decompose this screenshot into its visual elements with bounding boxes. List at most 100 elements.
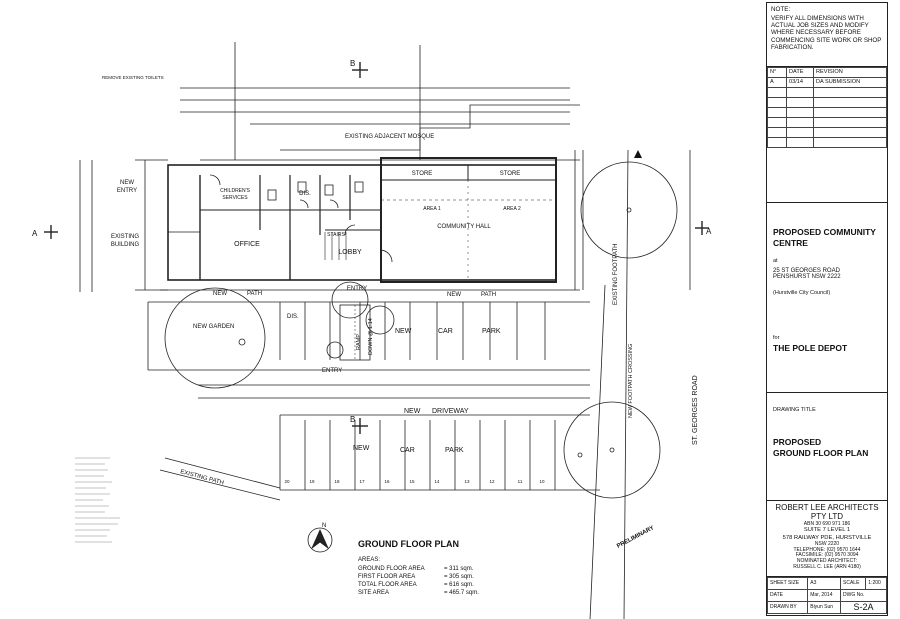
room-dis: DIS. [299,191,311,197]
label-existing-building-2: BUILDING [111,242,140,248]
area-value: = 305 sqm. [444,574,474,580]
architect-name-1: ROBERT LEE ARCHITECTS [775,503,879,512]
rev-no: A [767,77,787,88]
rev-desc: DA SUBMISSION [813,77,887,88]
parking-number: 14 [434,479,440,484]
drawing-title-section: DRAWING TITLE PROPOSED GROUND FLOOR PLAN [767,393,887,501]
parking-number: 12 [489,479,495,484]
parking-number: 18 [334,479,340,484]
area-label: TOTAL FLOOR AREA [358,582,417,588]
parking-number: 13 [464,479,470,484]
note-text: VERIFY ALL DIMENSIONS WITH ACTUAL JOB SI… [771,15,882,51]
sheet-meta: SHEET SIZE A3 SCALE 1:200 DATE Mar, 2014… [766,577,887,615]
revision-table: N° DATE REVISION A 03/14 DA SUBMISSION [767,67,887,203]
label-st-georges-road: ST. GEORGES ROAD [692,375,699,445]
room-entry: ENTRY [347,286,367,292]
room-community-hall: COMMUNITY HALL [437,224,491,230]
label-park-2: PARK [445,447,464,454]
parking-number: 20 [284,479,290,484]
rev-header-date: DATE [786,67,814,78]
area-label: GROUND FLOOR AREA [358,566,425,572]
at-label: at [773,258,778,265]
drawing-title-1: PROPOSED [773,437,822,448]
label-new-garden: NEW GARDEN [193,324,234,330]
room-childrens-1: CHILDREN'S [220,188,251,194]
room-childrens-2: SERVICES [222,195,248,201]
drawing-title-2: GROUND FLOOR PLAN [773,447,869,458]
note-label: NOTE: [771,6,791,13]
room-store-1: STORE [412,171,433,177]
client-name: THE POLE DEPOT [773,342,848,353]
north-icon: N [322,523,326,529]
area-value: = 616 sqm. [444,582,474,588]
label-new-driveway: NEW [404,408,421,415]
areas-heading: AREAS: [358,557,380,563]
note-section: NOTE: VERIFY ALL DIMENSIONS WITH ACTUAL … [767,3,887,67]
parking-number: 10 [539,479,545,484]
date: Mar, 2014 [807,589,842,602]
label-path-1: PATH [247,291,262,297]
rev-header-revision: REVISION [813,67,887,78]
room-stairs: STAIRS [327,232,345,238]
architect-abn: ABN 30 690 971 186 [803,520,851,527]
section-mark-b-top: B [350,59,355,68]
room-office: OFFICE [234,241,260,248]
sheet-size: A3 [807,577,842,590]
section-mark-a-right: A [706,227,712,236]
floor-plan-drawing: STORE STORE AREA 1 AREA 2 COMMUNITY HALL… [32,42,712,619]
label-existing-footpath: EXISTING FOOTPATH [613,244,619,305]
area-value: = 311 sqm. [444,566,474,572]
architect-facsimile: FACSIMILE: (02) 9570 3094 [795,552,859,559]
council: (Hurstville City Council) [773,290,831,297]
room-area-1: AREA 1 [423,206,441,212]
architect-suite: SUITE 7 LEVEL 1 [803,527,851,534]
label-entry-lower: ENTRY [322,368,342,374]
dwg-no-label: DWG No. [840,589,887,602]
room-area-2: AREA 2 [503,206,521,212]
label-existing-building-1: EXISTING [111,234,139,240]
parking-number: 19 [309,479,315,484]
scale-label: SCALE [840,577,867,590]
architect-street: 578 RAILWAY PDE, HURSTVILLE [782,534,872,541]
label-new-footpath-crossing: NEW FOOTPATH CROSSING [628,344,634,418]
parking-number: 17 [359,479,365,484]
label-new-path-1: NEW [213,291,227,297]
nominated-label: NOMINATED ARCHITECT: [796,558,858,565]
section-mark-b-bottom: B [350,415,355,424]
architect-section: ROBERT LEE ARCHITECTS PTY LTD ABN 30 690… [767,501,887,577]
label-driveway: DRIVEWAY [432,408,469,415]
drawn-by-label: DRAWN BY [766,601,809,614]
scale: 1:200 [865,577,887,590]
title-block: NOTE: VERIFY ALL DIMENSIONS WITH ACTUAL … [766,2,888,616]
label-ramp: RAMP [356,334,362,350]
area-value: = 465.7 sqm. [444,590,479,596]
rev-header-no: N° [767,67,787,78]
parking-number: 16 [384,479,390,484]
label-new-path-2: NEW [447,292,461,298]
label-new-entry-1: NEW [120,180,134,186]
label-path-2: PATH [481,292,496,298]
label-car-1: CAR [438,328,453,335]
label-new-carpark-1: NEW [395,328,412,335]
project-section: PROPOSED COMMUNITY CENTRE at 25 ST GEORG… [767,203,887,393]
parking-number: 15 [409,479,415,484]
dwg-no: S-2A [840,601,887,614]
area-label: FIRST FLOOR AREA [358,574,415,580]
address-line-1: 25 ST GEORGES ROAD [773,267,840,274]
floor-plan-svg: STORE STORE AREA 1 AREA 2 COMMUNITY HALL… [32,42,712,619]
for-label: for [773,334,780,341]
plan-title: GROUND FLOOR PLAN [358,539,459,549]
label-existing-mosque: EXISTING ADJACENT MOSQUE [345,134,434,140]
architect-telephone: TELEPHONE: (02) 9570 1644 [793,546,861,553]
label-park-1: PARK [482,328,501,335]
label-down: DOWN @ 1:14 [368,318,374,355]
architect-state: NSW 2220 [814,540,840,547]
rev-date: 03/14 [786,77,814,88]
drawn-by: Biyun Sun [807,601,842,614]
nominated-name: RUSSELL C. LEE (ARN 4180) [793,563,861,570]
room-lobby: LOBBY [338,249,362,256]
label-new-entry-2: ENTRY [117,188,137,194]
section-mark-a-left: A [32,229,38,238]
label-preliminary: PRELIMINARY [616,525,655,550]
sheet-size-label: SHEET SIZE [766,577,809,590]
